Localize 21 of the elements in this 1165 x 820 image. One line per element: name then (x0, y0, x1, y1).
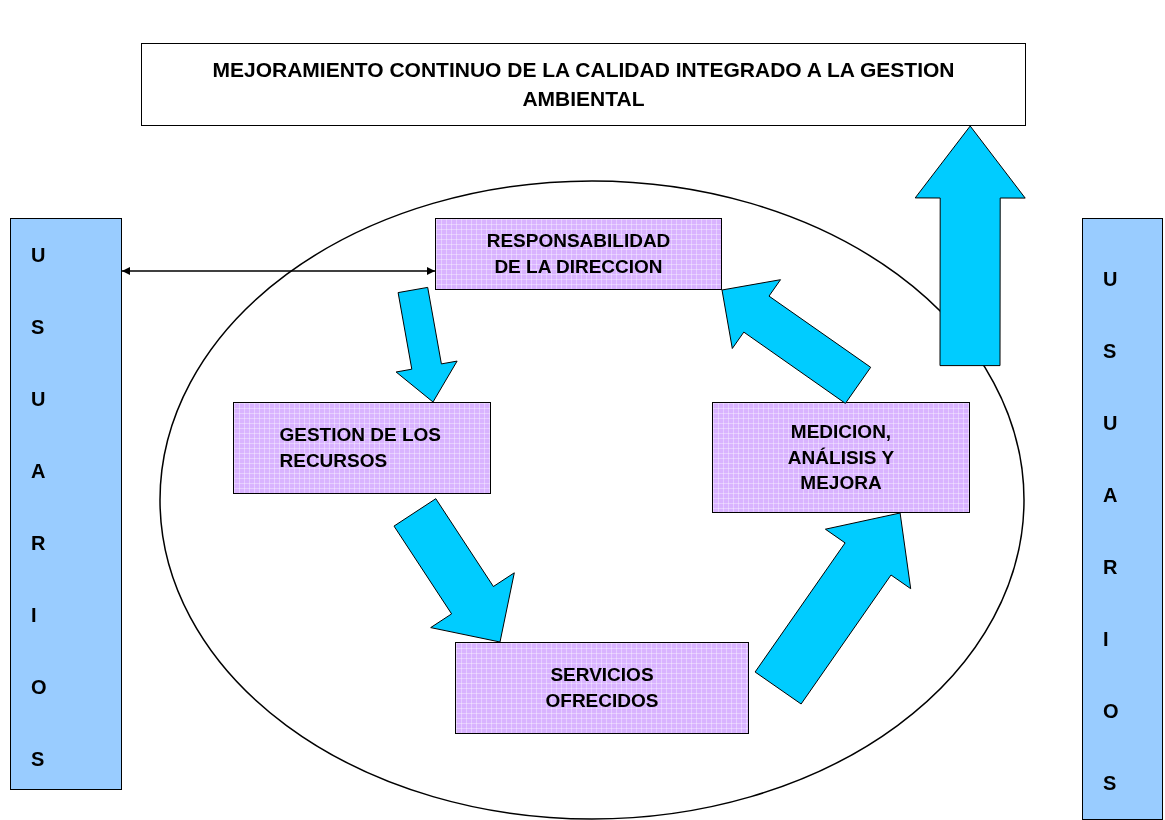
process-box (455, 642, 749, 734)
box-label: GESTION DE LOS RECURSOS (279, 423, 443, 473)
side-bar (1082, 218, 1163, 820)
process-box (712, 402, 970, 513)
process-box (233, 402, 491, 494)
block-arrow (754, 512, 912, 705)
process-box (435, 218, 722, 290)
box-label: MEDICION, ANÁLISIS Y MEJORA (786, 420, 896, 496)
block-arrow (721, 279, 872, 404)
title-box (141, 43, 1026, 126)
double-arrow (121, 267, 436, 275)
ellipse-shape (159, 180, 1025, 820)
block-arrow (395, 286, 458, 403)
block-arrow (393, 498, 515, 643)
vertical-label: U S U A R I O S (31, 243, 47, 772)
vertical-label: U S U A R I O S (1103, 267, 1119, 796)
block-arrow (914, 125, 1026, 367)
box-label: RESPONSABILIDAD DE LA DIRECCION (485, 229, 672, 279)
box-label: SERVICIOS OFRECIDOS (544, 663, 660, 713)
side-bar (10, 218, 122, 790)
banner-text: MEJORAMIENTO CONTINUO DE LA CALIDAD INTEGRADO A LA GESTION AMBIENTAL (211, 57, 956, 112)
